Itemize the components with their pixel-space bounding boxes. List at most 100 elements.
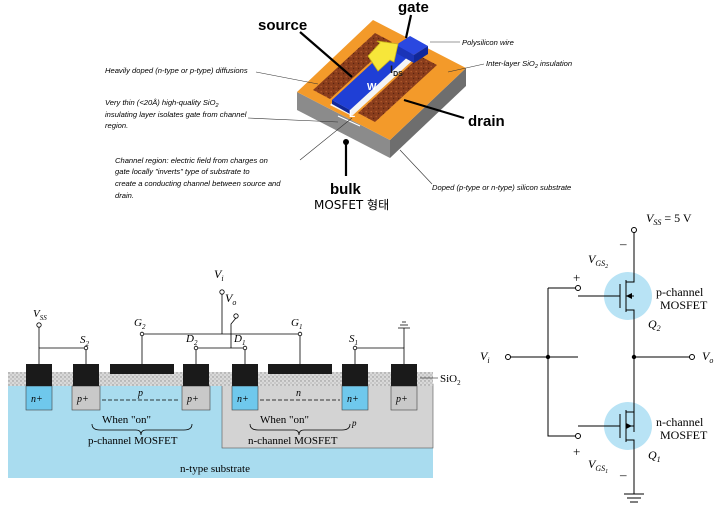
- metal-contact-d2: [183, 364, 209, 386]
- bulk-label: bulk: [330, 181, 361, 198]
- pplus-label-d2: p+: [186, 394, 199, 405]
- oxide-layer: [8, 372, 433, 386]
- annotation-oxide-3: region.: [105, 121, 128, 130]
- vi-node: [505, 354, 511, 360]
- vgs2-minus: –: [619, 236, 627, 251]
- gate-g2: [110, 364, 174, 374]
- when-on-left: When "on": [102, 414, 151, 426]
- s2-label: S2: [80, 334, 90, 348]
- vo-junction: [631, 354, 637, 360]
- vgs1-minus: –: [619, 467, 627, 482]
- source-pointer: [299, 31, 353, 78]
- vi-terminal: [219, 289, 225, 295]
- q2-label: Q2: [648, 317, 661, 333]
- p-channel-brace: [91, 423, 193, 436]
- annotation-substrate: Doped (p-type or n-type) silicon substra…: [432, 183, 571, 192]
- vss-node: [631, 227, 637, 233]
- ids-label: IDS: [390, 64, 403, 78]
- channel-leader: [299, 117, 353, 161]
- d1-label: D1: [233, 333, 245, 347]
- nplus-label-d1: n+: [237, 394, 249, 405]
- annotation-poly: Polysilicon wire: [462, 38, 514, 47]
- p-channel-label: p-channel MOSFET: [88, 435, 178, 447]
- q1-label: Q1: [648, 448, 661, 464]
- cmos-schematic: [510, 232, 690, 503]
- annotation-oxide-2: insulating layer isolates gate from chan…: [105, 110, 247, 119]
- cmos-cross-section: [8, 289, 434, 478]
- g1-terminal: [297, 331, 303, 337]
- gate-label: gate: [398, 0, 429, 16]
- q1-type-line2: MOSFET: [660, 428, 708, 442]
- metal-contact-body-p: [391, 364, 417, 386]
- sio2-label: SiO2: [440, 373, 461, 387]
- n-channel-brace: [249, 423, 351, 436]
- annotation-channel-4: drain.: [115, 191, 134, 200]
- vi-label: Vi: [214, 267, 224, 283]
- nplus-label-left: n+: [31, 394, 43, 405]
- l-label: L: [349, 109, 355, 120]
- d1-terminal: [242, 345, 248, 351]
- poly-wire-side: [414, 46, 428, 63]
- vgs2-plus: +: [573, 270, 580, 285]
- ids-arrow: [367, 40, 399, 72]
- pplus-label-s2: p+: [76, 394, 89, 405]
- s1-terminal: [352, 345, 358, 351]
- nplus-label-s1: n+: [347, 394, 359, 405]
- vss-terminal: [36, 322, 42, 328]
- drain-pointer: [403, 98, 465, 120]
- gate-poly-front: [332, 100, 350, 114]
- mosfet-caption: MOSFET 형태: [314, 198, 389, 212]
- p-region-label: p: [137, 388, 143, 399]
- vgs1-label: VGS1: [588, 457, 608, 475]
- annotation-diffusions: Heavily doped (n-type or p-type) diffusi…: [105, 66, 248, 75]
- vss-supply-label: VSS = 5 V: [646, 211, 692, 227]
- nplus-body-contact: [25, 385, 53, 411]
- interlayer-leader: [447, 63, 485, 73]
- metal-contact-d1: [232, 364, 258, 386]
- s2-terminal: [83, 345, 89, 351]
- annotation-interlayer: Inter-layer SiO2 insulation: [486, 59, 572, 70]
- n-substrate-label: n-type substrate: [180, 463, 250, 475]
- s1-label: S1: [349, 333, 358, 347]
- pplus-drain-2: [181, 385, 211, 411]
- vgs2-label: VGS2: [588, 252, 608, 270]
- g1-label: G1: [291, 317, 302, 331]
- vgs2-node: [575, 285, 581, 291]
- q2-type-line1: p-channel: [656, 285, 704, 299]
- schematic-vo-label: Vo: [702, 349, 713, 365]
- bulk-dot: [343, 139, 349, 145]
- vgs1-node: [575, 433, 581, 439]
- w-label: W: [367, 82, 377, 93]
- source-label: source: [258, 17, 307, 34]
- vss-label: VSS: [33, 308, 47, 322]
- metal-contact-s1: [342, 364, 368, 386]
- vo-node: [689, 354, 695, 360]
- vgs1-plus: +: [573, 444, 580, 459]
- oxide-leader: [247, 117, 339, 123]
- p-well-label: p: [351, 418, 357, 428]
- gate-g1: [268, 364, 332, 374]
- n-channel-label: n-channel MOSFET: [248, 435, 338, 447]
- l-dimension-arrow: [337, 115, 361, 127]
- g2-label: G2: [134, 317, 146, 331]
- q2-type-line2: MOSFET: [660, 298, 708, 312]
- metal-contact-s2: [73, 364, 99, 386]
- poly-wire-top: [396, 36, 428, 55]
- annotation-channel-1: Channel region: electric field from char…: [115, 156, 268, 165]
- annotation-channel-2: gate locally "inverts" type of substrate…: [115, 167, 250, 176]
- vi-junction: [545, 354, 551, 360]
- d2-label: D2: [185, 333, 198, 347]
- diffusion-leader: [255, 71, 319, 85]
- substrate-block-side-right: [390, 68, 466, 158]
- pplus-source-2: [71, 385, 101, 411]
- pplus-label-right: p+: [395, 394, 408, 405]
- substrate-leader: [399, 149, 433, 185]
- d2-terminal: [193, 345, 199, 351]
- q1-type-line1: n-channel: [656, 415, 704, 429]
- poly-wire-front: [396, 45, 414, 63]
- when-on-right: When "on": [260, 414, 309, 426]
- pplus-body-contact: [390, 385, 418, 411]
- nplus-drain-1: [231, 385, 259, 411]
